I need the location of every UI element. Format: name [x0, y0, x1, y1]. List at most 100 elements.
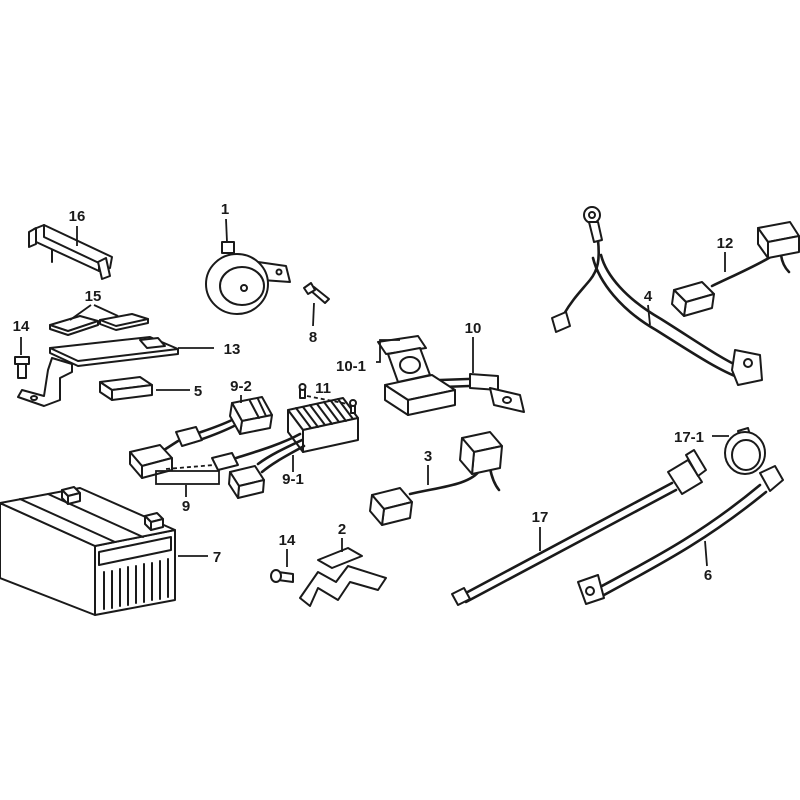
regulator-fins [295, 398, 354, 429]
callout-label-17-1: 17-1 [674, 429, 704, 446]
horn-terminal [221, 241, 235, 254]
part-1-horn [205, 241, 291, 315]
plate-hole [30, 395, 38, 401]
bolt-head [303, 282, 316, 295]
callout-label-16: 16 [69, 208, 86, 225]
callout-label-14-lower: 14 [279, 532, 296, 549]
part-9-marker [155, 464, 220, 485]
cap-inner [731, 439, 761, 471]
callout-label-10: 10 [465, 320, 482, 337]
leader-line-15a [69, 304, 92, 321]
cable-branch-right-b [591, 256, 742, 380]
callout-label-9: 9 [182, 498, 190, 515]
fin [337, 398, 354, 420]
fin [302, 406, 319, 428]
harness-wire-c [162, 439, 180, 452]
part-4-cable [551, 206, 763, 386]
part-6-cable [577, 465, 784, 605]
bracket-body [299, 565, 387, 607]
callout-label-7: 7 [213, 549, 221, 566]
plate-tab [139, 337, 166, 349]
ring-terminal-crimp [588, 221, 603, 243]
callout-label-5: 5 [194, 383, 202, 400]
harness-91-connector-side [228, 471, 240, 499]
strap-clip [97, 257, 111, 280]
callout-label-9-1: 9-1 [282, 471, 304, 488]
battery-top-ridge [19, 498, 116, 543]
callout-label-15: 15 [85, 288, 102, 305]
fin [309, 404, 326, 426]
relay-body-side [384, 384, 409, 416]
callout-label-4: 4 [644, 288, 653, 305]
part-14-bolt-left [14, 356, 30, 379]
callout-label-9-2: 9-2 [230, 378, 252, 395]
plate-edge [49, 347, 179, 367]
harness-91-plug [211, 452, 239, 471]
part-16-strap [28, 224, 113, 280]
part-5-block [99, 376, 153, 401]
fin [330, 400, 347, 422]
part-8-bolt [303, 282, 330, 304]
battery-ribs [103, 558, 169, 610]
part-12-lead [671, 221, 800, 317]
strap-tab [28, 227, 37, 248]
part-14-bolt-lower [270, 569, 294, 583]
connector-92-rib [257, 398, 267, 417]
fin [295, 407, 312, 429]
connector-92-rib [249, 400, 260, 419]
part-3-lead [369, 431, 503, 526]
lead12-wire-tail [779, 253, 791, 274]
harness-connector-side [129, 451, 143, 479]
horn-center [240, 284, 248, 292]
socket-cable-a [460, 481, 674, 597]
leader-line-10-1 [376, 339, 400, 363]
pad-left-edge [49, 320, 99, 336]
pad-right-edge [99, 318, 149, 331]
pad-right [99, 313, 149, 327]
callout-label-6: 6 [704, 567, 712, 584]
leader-line-8 [312, 302, 315, 327]
cable6-b [602, 490, 768, 597]
callout-label-1: 1 [221, 201, 229, 218]
fin [323, 401, 340, 423]
cable6-terminal-left-hole [585, 586, 595, 596]
callout-label-12: 12 [717, 235, 734, 252]
cable6-a [598, 483, 762, 589]
relay-terminal-hole [502, 396, 512, 404]
part-7-battery [0, 486, 176, 616]
bracket-strip [317, 547, 363, 569]
bolt-lower-head [270, 569, 282, 583]
cable-branch-left [562, 238, 601, 316]
ring-terminal-hole [588, 211, 596, 219]
screw-right-head [349, 399, 357, 407]
cable-left-end [551, 311, 571, 333]
callout-label-8: 8 [309, 329, 317, 346]
part-2-bracket [299, 547, 387, 607]
plate-leg [17, 357, 73, 407]
cable6-terminal-right [759, 465, 784, 492]
lead12-box-side [757, 227, 769, 259]
leader-line-15b [93, 304, 119, 317]
fin [316, 403, 333, 425]
horn-bracket-hole [275, 268, 283, 276]
lead12-connector-side [671, 289, 687, 317]
leader-line-4 [647, 304, 651, 326]
connector-92-side [229, 402, 243, 435]
part-9-1-harness [211, 432, 306, 499]
cable-right-bracket-hole [743, 358, 753, 368]
lead-box-side [459, 437, 475, 475]
bolt-left-shank [17, 363, 27, 379]
screw-left-head [298, 383, 307, 391]
callout-label-3: 3 [424, 448, 432, 465]
callout-label-10-1: 10-1 [336, 358, 366, 375]
part-17-1-cap [724, 427, 766, 475]
bolt-left-head [14, 356, 30, 365]
socket-cable-plug [451, 587, 471, 606]
lead-connector-side [369, 494, 385, 526]
relay-coil [399, 356, 421, 374]
harness-91-wire-a [234, 432, 302, 460]
callout-label-14-left: 14 [13, 318, 30, 335]
harness-91-wire-b [256, 438, 304, 466]
socket-mouth [685, 449, 707, 477]
